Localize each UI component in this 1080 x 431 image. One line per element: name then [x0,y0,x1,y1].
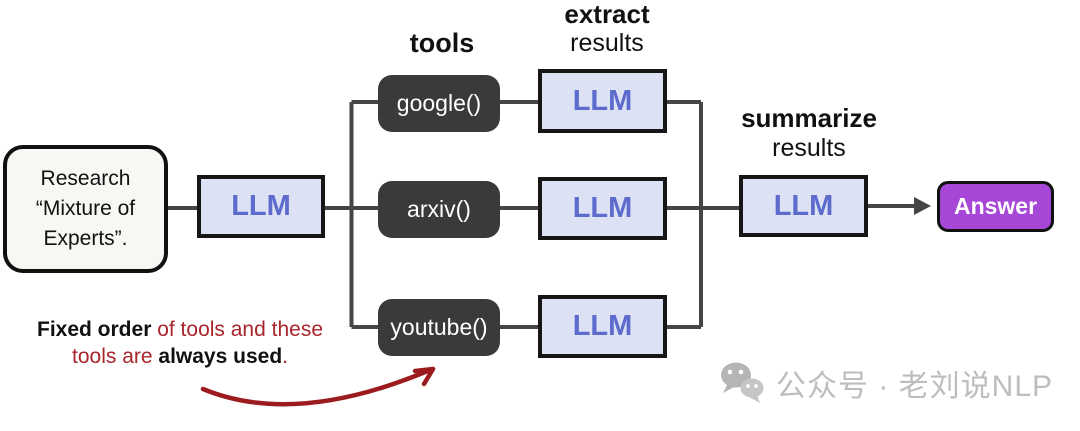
annotation-seg-4: always used [158,345,283,368]
annotation-seg-5: . [282,345,288,368]
tool-node-google: google() [378,75,500,132]
input-query-line3: Experts”. [43,227,128,250]
summarize-label-line2: results [772,134,846,162]
extract-label-line2: results [570,29,644,57]
input-query-line2: “Mixture of [35,197,136,220]
fixed-order-annotation: Fixed order of tools and these tools are… [15,316,345,370]
annotation-seg-2: of tools and these [151,318,323,341]
extract-llm-node-3: LLM [538,295,667,358]
input-query-line1: Research [40,167,131,190]
summarize-label-line1: summarize [741,103,877,133]
annotation-seg-1: Fixed order [37,318,152,341]
watermark: 公众号 · 老刘说NLP [718,361,1053,405]
input-query-text: Research “Mixture of Experts”. [36,164,135,254]
watermark-text: 公众号 · 老刘说NLP [776,370,1054,403]
router-llm-node: LLM [197,175,325,238]
tools-column-label: tools [409,28,475,58]
extract-label-line1: extract [564,0,650,29]
curved-annotation-arrow [200,366,436,407]
extract-llm-node-2: LLM [538,177,667,240]
input-query-node: Research “Mixture of Experts”. [3,145,168,273]
wechat-icon [721,362,764,403]
arrowhead-to-answer [914,197,931,215]
tool-node-arxiv: arxiv() [378,181,500,238]
answer-node: Answer [937,181,1054,232]
extract-llm-node-1: LLM [538,69,667,133]
tool-node-youtube: youtube() [378,299,500,356]
annotation-seg-3: tools are [72,345,159,368]
extract-results-label: extract results [540,0,674,58]
summarize-llm-node: LLM [739,175,868,237]
summarize-results-label: summarize results [733,103,885,163]
